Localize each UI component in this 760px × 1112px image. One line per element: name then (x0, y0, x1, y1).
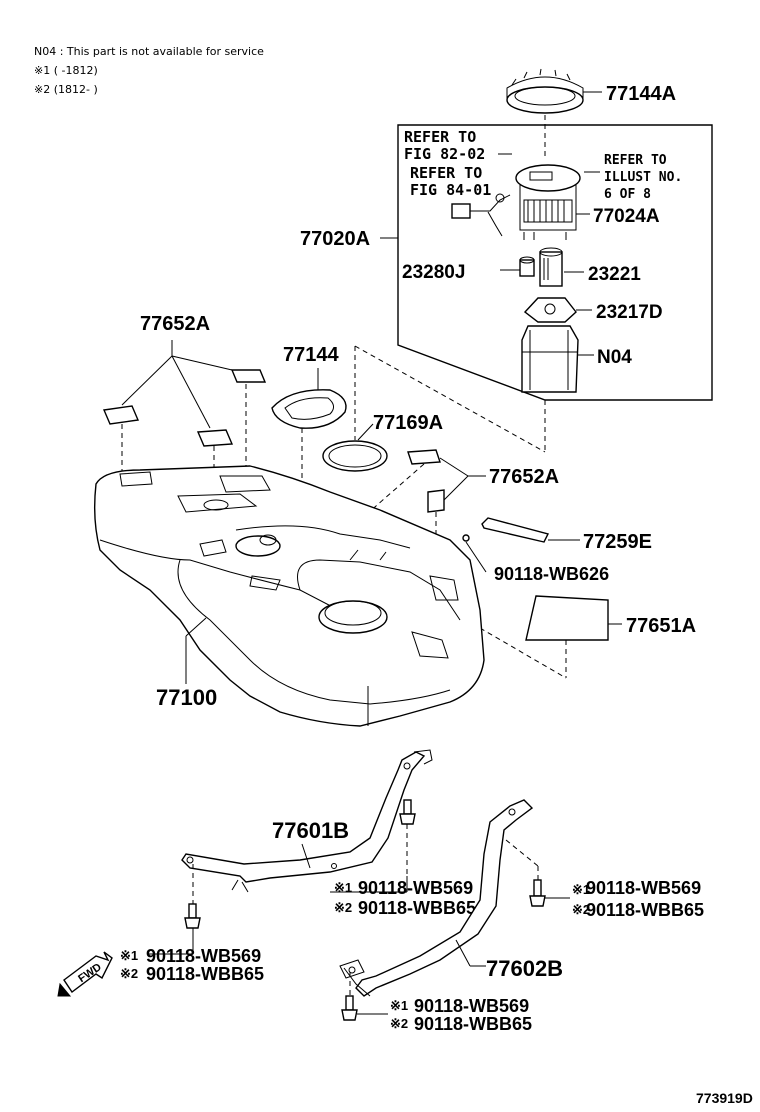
ref-illust-line2: ILLUST NO. (604, 170, 682, 185)
ref-illust-line1: REFER TO (604, 153, 667, 168)
filter-23217D[interactable] (523, 297, 577, 323)
bolt-bottom[interactable] (341, 995, 358, 1021)
note-ref1: ※1 ( -1812) (34, 64, 98, 77)
mark-right-1: ※1 (572, 882, 590, 897)
clip-90118-WB626[interactable] (462, 534, 470, 542)
ref-fig-82-02-line2: FIG 82-02 (404, 145, 485, 163)
label-77144A: 77144A (606, 83, 676, 105)
label-bolt-left-1: 90118-WB569 (146, 946, 261, 966)
mark-left-1: ※1 (120, 948, 138, 963)
label-bolt-mid-1: 90118-WB569 (358, 878, 473, 898)
note-ref2: ※2 (1812- ) (34, 83, 98, 96)
pad-77652A-1[interactable] (230, 369, 267, 383)
mark-mid-1: ※1 (334, 880, 352, 895)
ref-fig-84-01-line2: FIG 84-01 (410, 181, 491, 199)
mark-mid-2: ※2 (334, 900, 352, 915)
fuel-sender-gauge (451, 193, 511, 237)
figure-id: 773919D (696, 1090, 753, 1106)
label-77169A: 77169A (373, 412, 443, 434)
label-77652A-top: 77652A (140, 313, 210, 335)
ref-illust-line3: 6 OF 8 (604, 187, 651, 202)
retainer-ring-77144A[interactable] (506, 68, 584, 114)
gasket-77144[interactable] (271, 389, 347, 429)
fuel-pump-23221[interactable] (539, 247, 563, 287)
label-23280J: 23280J (402, 262, 465, 283)
fwd-arrow-icon: FWD (57, 951, 113, 997)
label-77020A: 77020A (300, 228, 370, 250)
bolt-mid[interactable] (399, 799, 416, 825)
label-bolt-left-2: 90118-WBB65 (146, 964, 264, 984)
label-bolt-right-2: 90118-WBB65 (586, 900, 704, 920)
bolt-left[interactable] (184, 903, 201, 929)
mark-bottom-2: ※2 (390, 1016, 408, 1031)
strap-77602B[interactable] (339, 799, 534, 997)
ref-fig-82-02-line1: REFER TO (404, 128, 476, 146)
note-n04: N04 : This part is not available for ser… (34, 45, 264, 58)
label-23217D: 23217D (596, 302, 663, 323)
label-bolt-bottom-1: 90118-WB569 (414, 996, 529, 1016)
ref-fig-84-01-line1: REFER TO (410, 164, 482, 182)
pump-assembly-box (397, 124, 713, 401)
pad-77652A-4[interactable] (407, 449, 441, 465)
label-77652A-right: 77652A (489, 466, 559, 488)
label-23221: 23221 (588, 264, 641, 285)
label-77601B: 77601B (272, 818, 349, 843)
fuel-pump-module-77024A[interactable] (515, 164, 581, 240)
filter-23280J[interactable] (519, 256, 535, 277)
label-77259E: 77259E (583, 531, 652, 553)
label-N04: N04 (597, 347, 632, 368)
label-bolt-right-1: 90118-WB569 (586, 878, 701, 898)
bolt-right[interactable] (529, 879, 546, 907)
mark-bottom-1: ※1 (390, 998, 408, 1013)
sheet-77651A[interactable] (525, 595, 609, 641)
sub-tank-N04 (521, 325, 579, 393)
pad-77652A-2[interactable] (102, 405, 140, 425)
label-bolt-mid-2: 90118-WBB65 (358, 898, 476, 918)
label-77651A: 77651A (626, 615, 696, 637)
hose-77259E[interactable] (481, 517, 550, 543)
pad-77652A-3[interactable] (196, 429, 234, 447)
pad-77652A-5[interactable] (427, 489, 445, 513)
label-90118-WB626: 90118-WB626 (494, 564, 609, 584)
ring-77169A[interactable] (322, 440, 388, 472)
label-77602B: 77602B (486, 956, 563, 981)
label-77024A: 77024A (593, 206, 660, 227)
label-77100: 77100 (156, 685, 217, 710)
strap-77601B[interactable] (181, 749, 433, 893)
fuel-tank-77100[interactable] (93, 465, 485, 727)
label-77144: 77144 (283, 344, 339, 366)
label-bolt-bottom-2: 90118-WBB65 (414, 1014, 532, 1034)
mark-right-2: ※2 (572, 902, 590, 917)
mark-left-2: ※2 (120, 966, 138, 981)
